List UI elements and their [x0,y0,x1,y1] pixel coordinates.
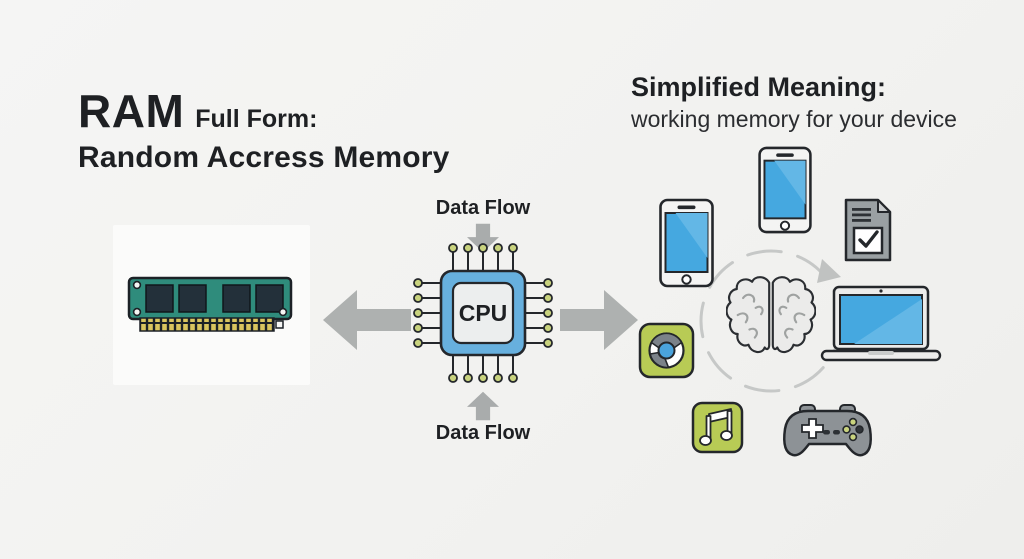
phone-home-button [779,220,791,231]
data-flow-label-bottom: Data Flow [435,422,531,444]
ram-chip [145,284,174,313]
title-full-form-label: Full Form: [195,105,318,133]
laptop-icon [820,285,942,362]
ram-chip [255,284,284,313]
ram-hole [132,307,142,317]
ram-hole [278,307,288,317]
meaning-block: Simplified Meaning: working memory for y… [631,72,957,133]
meaning-heading: Simplified Meaning: [631,72,887,102]
document-check-icon [844,198,892,262]
chrome-browser-icon [638,322,695,379]
meaning-subheading: working memory for your device [631,106,957,132]
arrow-right-to-devices [560,290,638,350]
title-block: RAM Full Form: Random Accress Memory [78,88,450,175]
data-flow-label-top: Data Flow [435,197,531,219]
document-fold [877,199,891,213]
chrome-center [657,341,676,360]
document-lines [852,208,871,222]
game-controller-icon [783,404,872,457]
title-expansion: Random Accress Memory [78,141,450,174]
cpu-pins [420,250,546,376]
cycle-arrowhead [817,259,841,283]
phone-home-button [681,274,692,285]
controller-dpad [801,418,824,439]
cpu-pin-tips [413,243,553,383]
checkmark [858,230,879,248]
controller-select [823,430,830,435]
ram-chip [222,284,251,313]
phone-speaker [677,205,696,210]
smartphone-left-icon [659,198,714,288]
phone-speaker [776,153,794,157]
cpu-die [451,281,515,345]
ram-card [113,225,310,385]
ram-notch-square [275,320,284,329]
arrow-left-to-ram [323,290,411,350]
brain-icon [726,276,816,354]
arrow-up-icon [467,391,499,421]
ram-memory-stick-icon [127,276,293,332]
ram-hole [132,280,142,290]
title-acronym: RAM [78,85,185,137]
title-line1: RAM Full Form: [78,88,450,134]
brain-folds [736,293,806,339]
controller-buttons [842,417,864,442]
laptop-notch [868,351,894,355]
cpu-label: CPU [459,300,508,326]
music-app-icon [691,401,744,454]
ram-gold-pins [139,317,275,332]
cpu-chip-icon: CPU [413,243,553,383]
arrow-down-icon [467,223,499,253]
smartphone-top-icon [758,146,812,234]
music-note [699,408,733,446]
controller-start [833,430,840,435]
ram-chip [178,284,207,313]
laptop-camera [879,289,883,293]
